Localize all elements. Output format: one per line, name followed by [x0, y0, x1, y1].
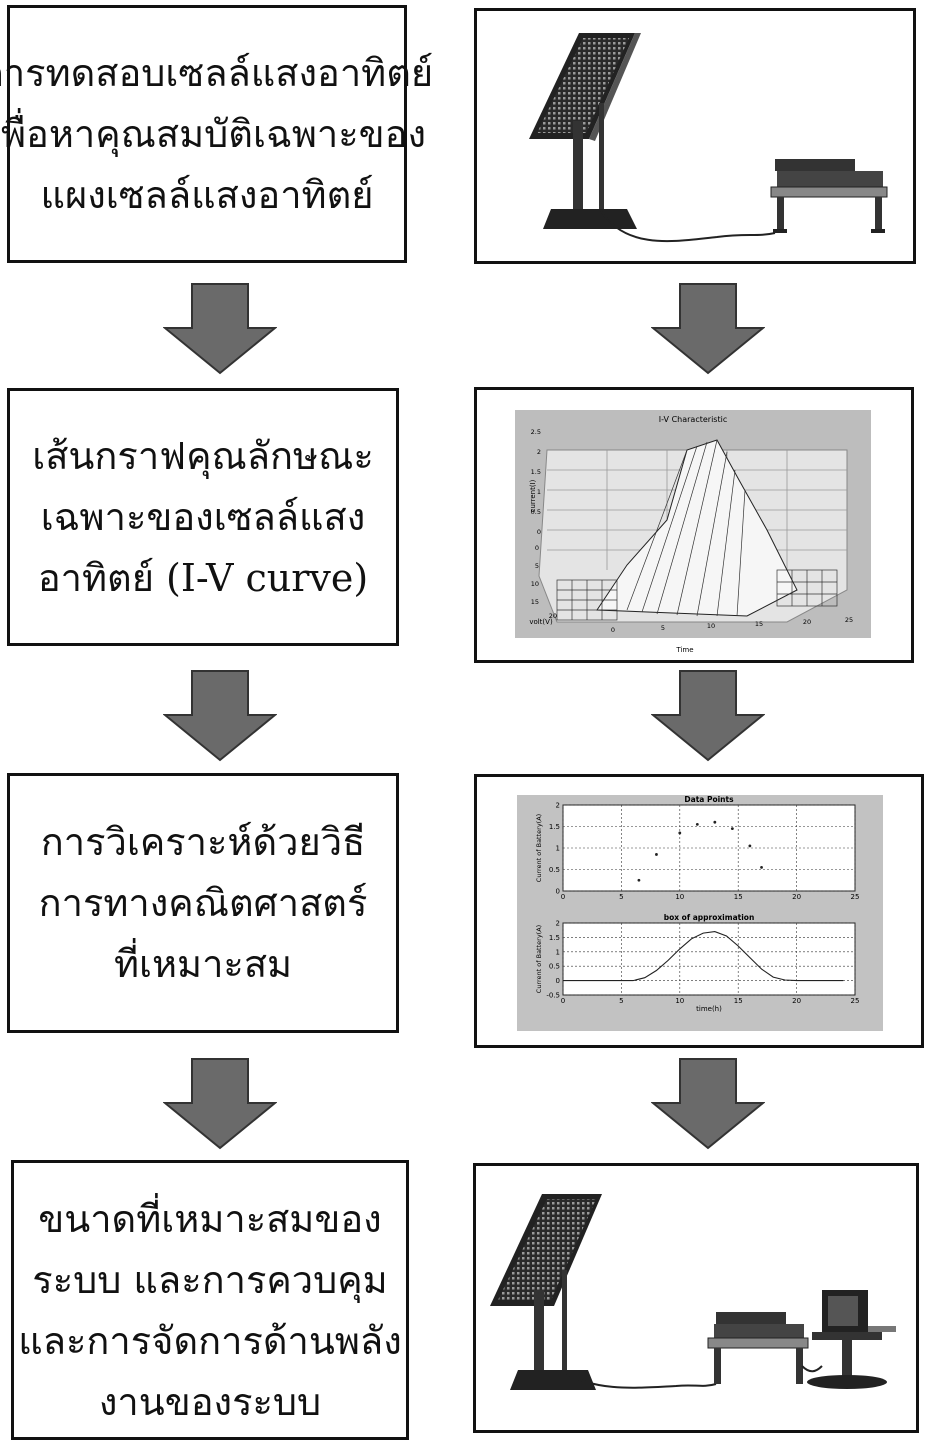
iv-plot-xlabel: Time: [675, 646, 693, 654]
x-tick-label: 0: [561, 997, 565, 1005]
down-arrow-icon: [163, 283, 277, 375]
x-tick-label: 10: [675, 997, 684, 1005]
y-tick-label: 1.5: [549, 823, 560, 831]
iv-time-tick: 0: [611, 626, 615, 634]
y-tick-label: 0: [556, 977, 560, 985]
chart-ylabel: Current of Battery(A): [535, 814, 543, 882]
iv-volt-tick: 5: [535, 562, 539, 570]
solar-panel-icon: [529, 33, 641, 141]
iv-curve-plot-box: I-V Characteristic current(I) Time volt(…: [474, 387, 914, 663]
iv-volt-tick: 0: [535, 544, 539, 552]
data-point: [655, 853, 658, 856]
y-tick-label: 0.5: [549, 963, 560, 971]
iv-z-tick: 0.5: [531, 508, 541, 516]
step-2-line: อาทิตย์ (I-V curve): [37, 555, 369, 600]
step-3-line: การทางคณิตศาสตร์: [38, 880, 368, 925]
solar-system-illustration: [490, 1194, 896, 1390]
iv-time-tick: 15: [755, 620, 763, 628]
chart-ylabel: Current of Battery(A): [535, 925, 543, 993]
step-4-line: ขนาดที่เหมาะสมของ: [38, 1197, 382, 1241]
y-tick-label: 1.5: [549, 934, 560, 942]
x-tick-label: 25: [851, 997, 860, 1005]
system-illustration-box: [473, 1163, 919, 1433]
battery-stand-icon: [707, 1312, 809, 1384]
battery-stand-icon: [770, 159, 888, 233]
step-1-line: การทดสอบเซลล์แสงอาทิตย์: [0, 50, 434, 95]
x-tick-label: 15: [734, 997, 743, 1005]
computer-icon: [807, 1290, 896, 1389]
x-tick-label: 25: [851, 893, 860, 901]
step-box-2: เส้นกราฟคุณลักษณะ เฉพาะของเซลล์แสง อาทิต…: [7, 388, 399, 646]
x-tick-label: 20: [792, 893, 801, 901]
down-arrow-icon: [651, 1058, 765, 1150]
iv-plot-vlabel: volt(V): [529, 618, 553, 626]
step-4-line: และการจัดการด้านพลัง: [18, 1319, 402, 1363]
x-tick-label: 20: [792, 997, 801, 1005]
iv-z-tick: 1: [537, 488, 541, 496]
down-arrow-icon: [163, 670, 277, 762]
step-box-3: การวิเคราะห์ด้วยวิธี การทางคณิตศาสตร์ ที…: [7, 773, 399, 1033]
x-tick-label: 10: [675, 893, 684, 901]
iv-surface-plot: I-V Characteristic current(I) Time volt(…: [515, 410, 871, 654]
y-tick-label: 0: [556, 888, 560, 896]
x-tick-label: 15: [734, 893, 743, 901]
solar-test-illustration-box: [474, 8, 916, 264]
iv-volt-tick: 20: [549, 612, 557, 620]
iv-z-tick: 2: [537, 448, 541, 456]
data-point: [760, 865, 763, 869]
y-tick-label: 0.5: [549, 866, 560, 874]
iv-plot-ylabel: current(I): [529, 479, 537, 512]
series-line: [563, 931, 844, 982]
step-3-line: ที่เหมาะสม: [113, 941, 293, 986]
down-arrow-icon: [163, 1058, 277, 1150]
iv-volt-tick: 10: [531, 580, 539, 588]
step-box-4: ขนาดที่เหมาะสมของ ระบบ และการควบคุม และก…: [11, 1160, 409, 1440]
y-tick-label: 1: [556, 948, 560, 956]
step-1-line: แผงเซลล์แสงอาทิตย์: [40, 172, 374, 217]
iv-time-tick: 25: [845, 616, 853, 624]
y-tick-label: 1: [556, 845, 560, 853]
step-box-1: การทดสอบเซลล์แสงอาทิตย์ เพื่อหาคุณสมบัติ…: [0, 5, 433, 263]
y-tick-label: 2: [556, 920, 560, 928]
x-tick-label: 5: [619, 997, 623, 1005]
iv-z-tick: 0: [537, 528, 541, 536]
step-2-line: เส้นกราฟคุณลักษณะ: [32, 433, 374, 478]
y-tick-label: 2: [556, 802, 560, 810]
data-point: [748, 844, 752, 848]
y-tick-label: -0.5: [546, 992, 560, 1000]
solar-panel-setup-illustration: [529, 33, 888, 243]
iv-z-tick: 1.5: [531, 468, 541, 476]
iv-plot-title: I-V Characteristic: [659, 415, 727, 424]
iv-volt-tick: 15: [531, 598, 539, 606]
data-point: [730, 827, 734, 831]
step-4-line: ระบบ และการควบคุม: [32, 1258, 388, 1302]
chart-title: box of approximation: [664, 913, 755, 922]
iv-z-tick: 2.5: [531, 428, 541, 436]
iv-time-tick: 10: [707, 622, 715, 630]
down-arrow-icon: [651, 670, 765, 762]
chart-xlabel: time(h): [696, 1005, 722, 1013]
solar-panel-icon: [490, 1194, 602, 1306]
step-1-line: เพื่อหาคุณสมบัติเฉพาะของ: [0, 111, 426, 156]
step-3-line: การวิเคราะห์ด้วยวิธี: [40, 819, 366, 864]
step-4-line: งานของระบบ: [98, 1380, 322, 1424]
data-point: [713, 820, 717, 824]
chart-title: Data Points: [684, 795, 734, 804]
step-2-line: เฉพาะของเซลล์แสง: [40, 494, 366, 539]
data-point: [678, 831, 682, 835]
x-tick-label: 5: [619, 893, 623, 901]
plot-area: [562, 922, 856, 996]
down-arrow-icon: [651, 283, 765, 375]
data-point: [637, 878, 641, 882]
x-tick-label: 0: [561, 893, 565, 901]
iv-time-tick: 5: [661, 624, 665, 632]
data-point: [695, 822, 699, 826]
iv-time-tick: 20: [803, 618, 811, 626]
